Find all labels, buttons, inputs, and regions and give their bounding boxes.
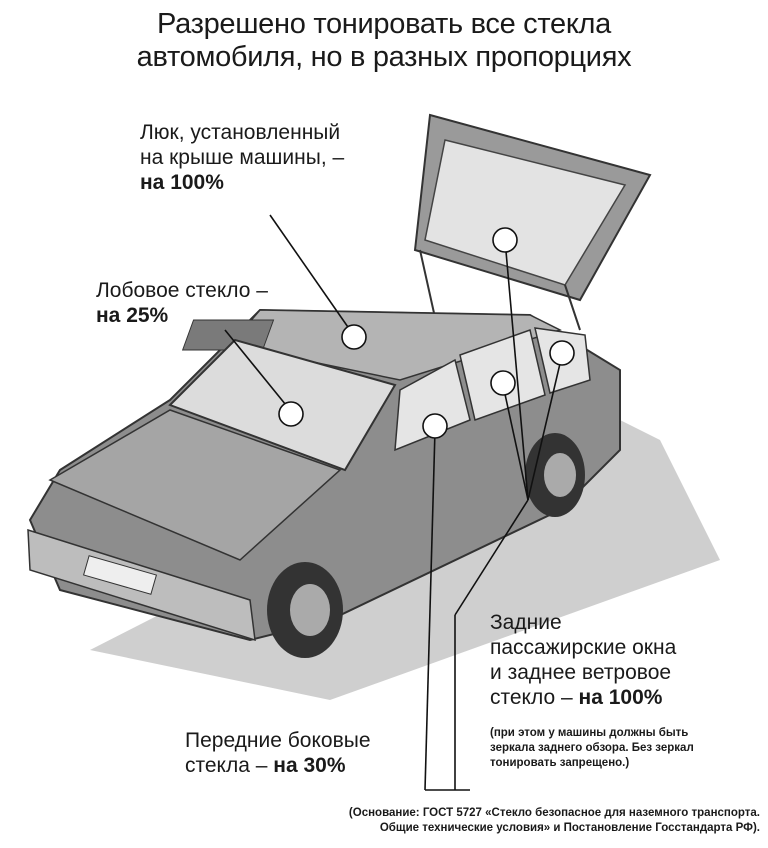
license-plate [82,555,158,595]
marker-rear-window [492,227,518,253]
rear-note: (при этом у машины должны быть зеркала з… [490,727,694,769]
page-title: Разрешено тонировать все стекла автомоби… [136,8,632,73]
front-side-window [394,358,471,452]
marker-rear-side [490,370,516,396]
hood [48,409,342,561]
footnote: (Основание: ГОСТ 5727 «Стекло безопасное… [348,807,760,834]
label-rear: Задние пассажирские окна и заднее ветров… [490,611,677,709]
marker-sunroof [341,324,367,350]
label-windshield: Лобовое стекло – на 25% [96,279,268,327]
marker-front-side [422,413,448,439]
label-sunroof: Люк, установленный на крыше машины, – на… [140,121,345,194]
marker-quarter [549,340,575,366]
leader-lines [224,214,563,791]
marker-windshield [278,401,304,427]
label-front-side: Передние боковые стекла – на 30% [185,729,371,777]
marker-circles [278,227,575,439]
